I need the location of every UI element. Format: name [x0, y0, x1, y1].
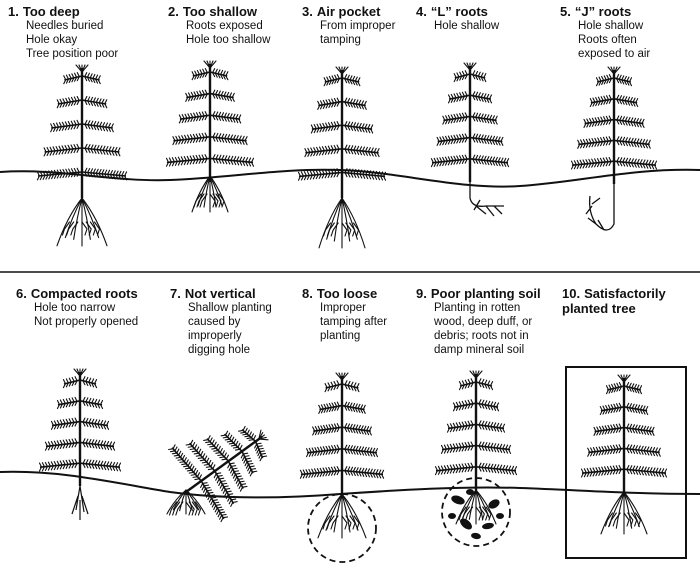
roots: [600, 491, 648, 535]
pine-tree-icon: [297, 66, 387, 198]
panel-title: 7.Not vertical: [170, 286, 256, 301]
pine-tree-icon: [430, 62, 510, 182]
compacted-roots: [71, 485, 89, 520]
roots: [56, 197, 108, 247]
ground-line-top: [0, 168, 700, 188]
ground-line-bottom: [0, 470, 700, 499]
pine-tree-icon: [570, 66, 658, 184]
pine-tree-icon: [580, 374, 668, 492]
panel-title: 9.Poor planting soil: [416, 286, 541, 301]
debris-chunks: [448, 489, 504, 540]
exposed-roots: [166, 489, 206, 516]
panel-title: 2.Too shallow: [168, 4, 257, 19]
panel-title: 6.Compacted roots: [16, 286, 138, 301]
l-roots: [469, 182, 504, 217]
panel-satisfactory: 10.Satisfactorily planted tree: [562, 286, 696, 316]
debris-circle: [441, 477, 511, 547]
j-roots: [585, 184, 615, 231]
roots: [191, 175, 229, 213]
panel-l-roots: 4.“L” roots Hole shallow: [416, 4, 499, 33]
pine-tree-icon: [165, 60, 255, 182]
panel-title: 4.“L” roots: [416, 4, 488, 19]
roots: [455, 489, 497, 525]
panel-description: Hole shallow: [434, 20, 500, 32]
roots: [318, 197, 366, 249]
panel-title: 10.Satisfactorily planted tree: [562, 286, 666, 316]
satisfactory-highlight-box: [565, 366, 687, 559]
panel-title: 5.“J” roots: [560, 4, 632, 19]
pine-tree-icon: [38, 368, 122, 486]
loose-soil-circle: [307, 493, 377, 563]
roots: [317, 493, 367, 539]
pine-tree-icon: [434, 370, 518, 490]
pine-tree-icon: [36, 64, 128, 198]
panel-title: 8.Too loose: [302, 286, 378, 301]
pine-tree-icon: [168, 425, 269, 523]
pine-tree-icon: [299, 372, 385, 494]
panel-title: 1.Too deep: [8, 4, 80, 19]
panel-title: 3.Air pocket: [302, 4, 381, 19]
